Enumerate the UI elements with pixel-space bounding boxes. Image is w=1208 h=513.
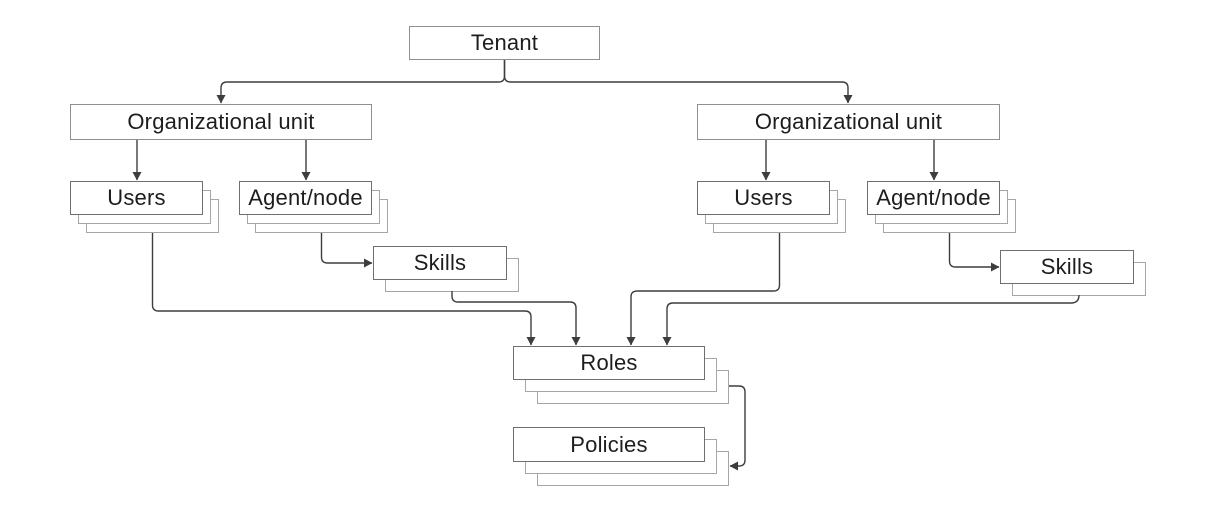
node-tenant-label: Tenant bbox=[470, 30, 539, 55]
node-skills-left-label: Skills bbox=[413, 250, 467, 275]
node-agent-node-left: Agent/node bbox=[239, 181, 388, 233]
edge-agent-left-skills-left bbox=[320, 233, 373, 268]
node-users-left-label: Users bbox=[107, 185, 166, 210]
node-roles-label: Roles bbox=[580, 350, 638, 375]
node-skills-left: Skills bbox=[373, 246, 519, 292]
node-policies: Policies bbox=[513, 427, 729, 486]
node-organizational-unit-right: Organizational unit bbox=[697, 104, 1000, 140]
edge-users-right-roles bbox=[626, 233, 781, 346]
node-users-right-label: Users bbox=[734, 185, 793, 210]
node-ou-right-label: Organizational unit bbox=[754, 109, 943, 134]
edge-skills-right-roles bbox=[662, 294, 1080, 346]
edge-roles-policies bbox=[729, 385, 746, 471]
node-roles: Roles bbox=[513, 346, 729, 404]
node-ou-left-label: Organizational unit bbox=[127, 109, 315, 134]
node-users-left: Users bbox=[70, 181, 219, 233]
edge-tenant-ou-right bbox=[503, 60, 853, 104]
node-agent-left-label: Agent/node bbox=[248, 185, 363, 210]
edge-skills-left-roles bbox=[451, 291, 581, 346]
node-policies-label: Policies bbox=[570, 431, 648, 457]
edge-tenant-ou-left bbox=[216, 60, 506, 104]
node-agent-right-label: Agent/node bbox=[876, 185, 991, 210]
edge-agent-right-skills-right bbox=[948, 233, 1000, 272]
node-agent-node-right: Agent/node bbox=[867, 181, 1016, 233]
node-tenant: Tenant bbox=[409, 26, 600, 60]
node-users-right: Users bbox=[697, 181, 846, 233]
node-skills-right: Skills bbox=[1000, 250, 1146, 296]
node-organizational-unit-left: Organizational unit bbox=[70, 104, 372, 140]
node-skills-right-label: Skills bbox=[1040, 254, 1094, 279]
